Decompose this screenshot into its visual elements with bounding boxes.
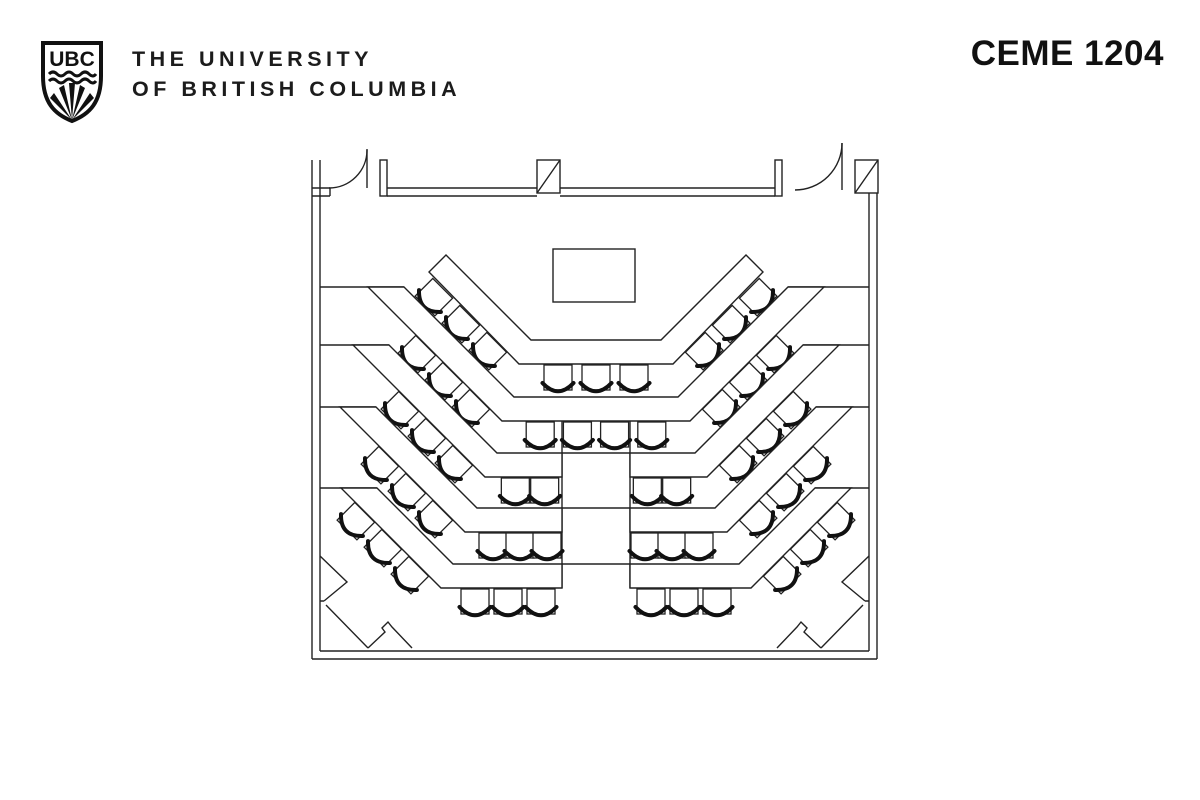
table-row-1	[414, 254, 778, 394]
chair	[540, 364, 576, 394]
table-band	[366, 286, 826, 422]
chair	[654, 532, 690, 562]
chair	[718, 444, 758, 484]
wall-column-right	[854, 159, 879, 194]
seating-rows	[336, 254, 856, 618]
chair	[387, 472, 427, 512]
crest-wave-icon	[47, 70, 98, 78]
lectern	[552, 248, 636, 303]
chair	[522, 421, 558, 451]
chair	[497, 477, 533, 507]
table-row-5	[336, 487, 856, 618]
wall-pier-left	[379, 159, 388, 197]
chair	[390, 555, 430, 595]
corner-wall-left	[319, 555, 413, 649]
chair	[616, 364, 652, 394]
university-name-line1: THE UNIVERSITY	[132, 47, 373, 71]
chair	[597, 421, 633, 451]
chair	[457, 588, 493, 618]
chair	[629, 477, 665, 507]
university-name: THE UNIVERSITY OF BRITISH COLUMBIA	[132, 44, 461, 104]
ubc-crest-logo: UBC	[41, 41, 103, 124]
chair	[762, 555, 802, 595]
table-band	[428, 254, 764, 365]
door-right-swing-arc	[794, 142, 843, 191]
center-aisle-steps	[561, 421, 631, 588]
chair	[659, 477, 695, 507]
table-band	[338, 406, 563, 533]
chair	[772, 390, 812, 430]
chair	[634, 421, 670, 451]
chair	[559, 421, 595, 451]
room-number-label: CEME 1204	[970, 34, 1164, 73]
chair	[407, 417, 447, 457]
crest-rays-icon	[50, 83, 94, 120]
crest-wave-icon	[47, 77, 98, 85]
table-band	[629, 487, 853, 589]
chair	[527, 477, 563, 507]
room-walls	[311, 159, 879, 660]
chair	[816, 501, 856, 541]
crest-initials: UBC	[49, 48, 95, 71]
chair	[434, 444, 474, 484]
chair	[490, 588, 526, 618]
corner-wall-right	[776, 555, 870, 649]
chair	[529, 532, 565, 562]
chair	[360, 445, 400, 485]
chair	[765, 472, 805, 512]
door-right	[794, 142, 843, 191]
chair	[523, 588, 559, 618]
table-row-3	[351, 344, 841, 507]
chair	[363, 528, 403, 568]
table-band	[339, 487, 563, 589]
door-left-swing-arc	[328, 149, 368, 189]
table-band	[629, 406, 854, 533]
chair	[633, 588, 669, 618]
chair	[792, 445, 832, 485]
door-left	[328, 149, 368, 189]
wall-pier-right	[774, 159, 783, 197]
chair	[666, 588, 702, 618]
chair	[336, 501, 376, 541]
brand-block: UBC THE UNIVERSITY OF BRITISH COLUMBIA	[40, 40, 461, 124]
chair	[502, 532, 538, 562]
chair	[627, 532, 663, 562]
chair	[789, 528, 829, 568]
chair	[414, 499, 454, 539]
chair	[681, 532, 717, 562]
chair	[699, 588, 735, 618]
table-band	[629, 344, 841, 478]
table-row-2	[366, 286, 826, 451]
table-row-4	[338, 406, 854, 562]
wall-column-center	[536, 159, 561, 194]
chair	[745, 417, 785, 457]
table-band	[351, 344, 563, 478]
university-name-line2: OF BRITISH COLUMBIA	[132, 77, 462, 101]
chair	[380, 390, 420, 430]
chair	[578, 364, 614, 394]
chair	[738, 499, 778, 539]
chair	[475, 532, 511, 562]
